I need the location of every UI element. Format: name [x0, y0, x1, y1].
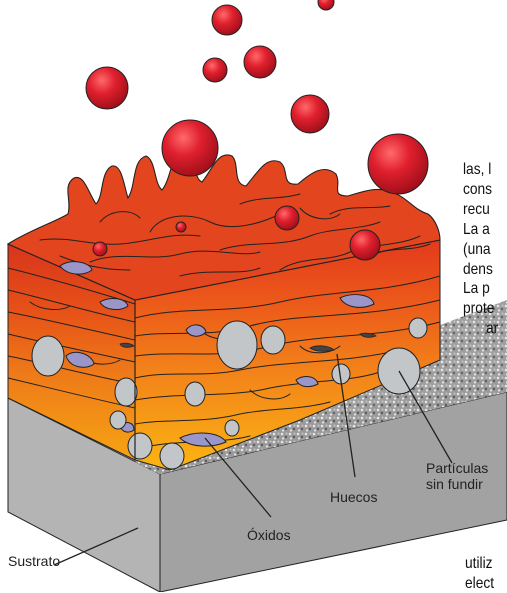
body-text-line: las, l — [463, 160, 491, 179]
body-text-line: prote — [463, 299, 494, 318]
label-unmelted-particles: Partículas sin fundir — [426, 460, 488, 492]
droplet — [244, 46, 276, 78]
label-substrate: Sustrato — [8, 553, 60, 569]
body-text-line: cons — [463, 180, 492, 199]
body-text-line: ar — [486, 319, 498, 338]
label-particles-line2: sin fundir — [426, 476, 488, 492]
droplet — [318, 0, 334, 10]
droplet — [162, 120, 218, 176]
label-oxides: Óxidos — [247, 527, 291, 543]
body-text-line: dens — [463, 260, 493, 279]
body-text-line: recu — [463, 200, 490, 219]
label-particles-line1: Partículas — [426, 460, 488, 476]
droplet — [368, 134, 428, 194]
body-text-line: (una — [463, 240, 491, 259]
droplet — [86, 67, 128, 109]
bottom-text-line: utiliz — [465, 554, 493, 573]
bottom-text-line: elect — [465, 574, 494, 593]
body-text-line: La a — [463, 220, 490, 239]
body-text-line: La p — [463, 279, 490, 298]
droplet — [203, 58, 227, 82]
droplet — [291, 95, 329, 133]
droplet — [212, 5, 242, 35]
label-voids: Huecos — [330, 489, 377, 505]
